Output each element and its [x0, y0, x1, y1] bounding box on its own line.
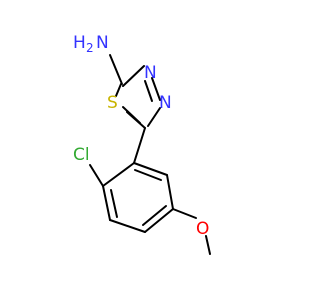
bond-c2-cl: [89, 164, 104, 187]
bond-c2-amine: [109, 54, 123, 85]
bonds: [89, 54, 211, 255]
atom-labels: H 2 N N N S Cl O: [73, 33, 209, 239]
bond-c3-c4: [109, 219, 146, 233]
bond-c1-c2: [102, 162, 135, 187]
amine-h-subscript: 2: [86, 41, 94, 55]
amine-n-label: N: [96, 33, 109, 53]
bond-o-ch3: [205, 235, 211, 255]
bond-n4-c5: [147, 107, 161, 127]
bond-c2-c3: [102, 185, 111, 221]
bond-n3-c2: [122, 65, 145, 87]
amine-h-label: H: [73, 33, 86, 53]
bond-n3-n4-a: [151, 77, 161, 101]
bond-c5-o: [172, 208, 197, 219]
bond-c5-s-b: [126, 111, 146, 129]
ring-n4-label: N: [159, 93, 172, 113]
bond-n3-n4-b: [144, 80, 153, 102]
ring-n3-label: N: [144, 63, 157, 83]
methoxy-o-label: O: [196, 219, 209, 239]
bond-c5-aryl: [133, 127, 146, 164]
bond-c6-c1: [133, 162, 168, 176]
bond-c5-c6: [166, 174, 174, 210]
molecule-canvas: H 2 N N N S Cl O: [73, 33, 211, 255]
chloro-label: Cl: [73, 145, 90, 165]
bond-s-c2: [115, 83, 122, 97]
bond-inner-b: [142, 205, 167, 226]
bond-inner-c: [134, 169, 162, 181]
structure-diagram: H 2 N N N S Cl O: [73, 33, 211, 255]
bond-c4-c5: [144, 208, 174, 233]
bond-inner-a: [110, 189, 118, 218]
ring-s-label: S: [107, 93, 118, 113]
